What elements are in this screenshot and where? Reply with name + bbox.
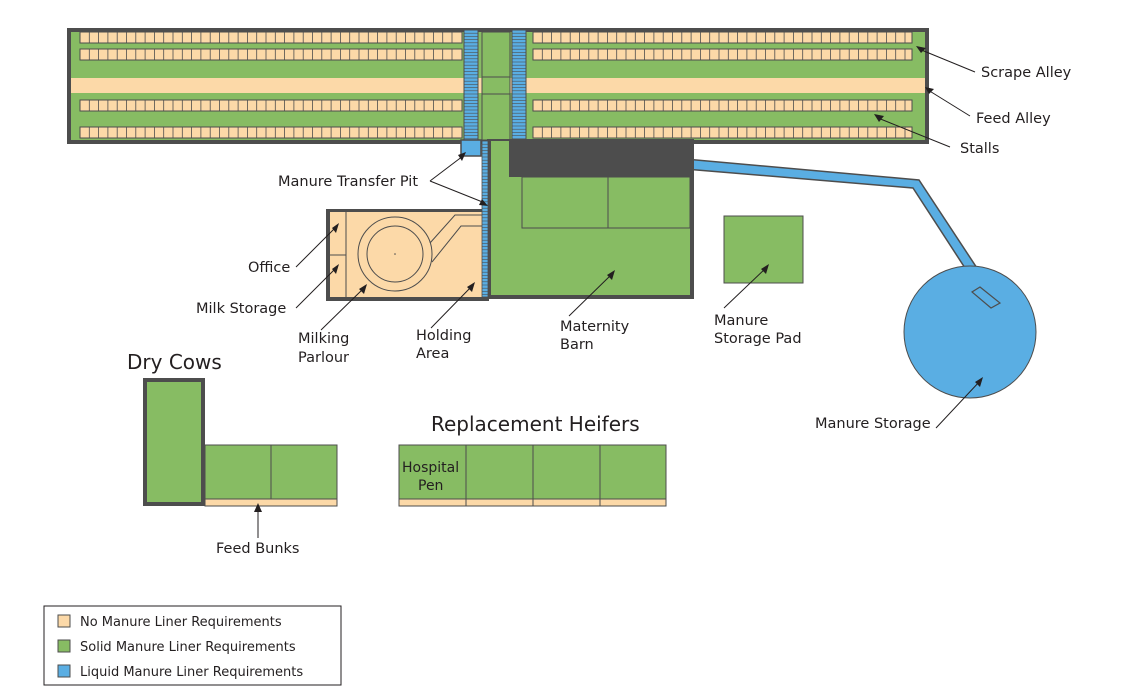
arrow-holding-area [467,282,475,292]
legend-swatch-no-liner [57,614,71,628]
legend-label-no-liner: No Manure Liner Requirements [80,615,282,630]
dry-cows-pen-1 [204,444,272,500]
dry-cows-pen-north [147,382,201,502]
heifer-pen-1 [465,444,534,500]
arrow-feed-alley [925,87,934,94]
dry-cows-heading: Dry Cows [127,350,222,374]
manure-storage-pad-label-line1: Manure [714,313,768,329]
leader-milking-parlour [320,287,365,331]
arrow-maternity-barn [607,270,615,280]
manure-storage-pad [723,215,804,284]
leader-lines [257,48,981,538]
milk-storage-label: Milk Storage [196,301,286,317]
leader-holding-area [430,285,473,329]
leader-feed-alley [927,89,971,117]
leader-milk-storage [295,267,337,309]
stall-row [79,99,463,112]
replacement-heifers-heading: Replacement Heifers [431,412,640,436]
manure-channel-right [511,29,527,143]
heifer-pen-2 [532,444,601,500]
arrow-stalls [874,114,884,122]
stall-row [532,48,913,61]
centre-crossover-top [481,31,511,78]
heifer-pen-3 [599,444,667,500]
stall-row [532,126,913,139]
maternity-pen-2 [607,176,691,229]
arrow-transfer-pit-2 [479,199,488,206]
arrow-feed-bunks [254,503,262,512]
maternity-barn-label-line1: Maternity [560,319,630,335]
centre-crossover-middle [481,76,511,95]
arrow-manure-storage [975,377,983,387]
legend-swatch-solid-liner [57,639,71,653]
leader-transfer-pit-1 [429,155,464,182]
arrow-storage-pad [761,264,769,274]
feed-alley-label: Feed Alley [976,111,1051,127]
arrow-transfer-pit-1 [458,152,466,161]
manure-storage-lagoon [903,265,1037,399]
arrow-milking-parlour [359,284,367,294]
dry-cows-feed-bunk [204,498,338,507]
manure-pipeline-end [970,286,1002,309]
holding-area-grating [482,143,488,295]
holding-area-label-line1: Holding [416,328,471,344]
stall-row [79,126,463,139]
stall-row [532,31,913,44]
arrow-milk-storage [332,264,339,274]
legend-swatch-liquid-liner [57,664,71,678]
legend: No Manure Liner Requirements Solid Manur… [43,605,342,686]
legend-label-liquid-liner: Liquid Manure Liner Requirements [80,665,303,680]
holding-area-lane-2 [431,225,482,263]
stalls [79,31,913,139]
heifer-pens [398,444,667,507]
maternity-barn-label-line2: Barn [560,337,594,353]
arrow-office [332,223,339,233]
leader-storage-pad [723,267,767,309]
holding-area-label-line2: Area [416,346,449,362]
stall-row [79,48,463,61]
dry-cows-pen-2 [270,444,338,500]
milking-parlour-label-line2: Parlour [298,350,349,366]
maternity-barn [491,141,690,295]
centre-crossover-bottom [481,93,511,141]
hospital-pen [398,444,467,500]
hospital-pen-label-line2: Pen [418,478,443,494]
office-label: Office [248,260,290,276]
legend-label-solid-liner: Solid Manure Liner Requirements [80,640,296,655]
hospital-pen-label-line1: Hospital [402,460,459,476]
stall-row [532,99,913,112]
stalls-label: Stalls [960,141,999,157]
feed-bunks-label: Feed Bunks [216,541,299,557]
leader-stalls [877,117,951,148]
stall-row [79,31,463,44]
scrape-alley-label: Scrape Alley [981,65,1072,81]
manure-transfer-pit-label: Manure Transfer Pit [278,174,418,190]
main-barn [67,28,929,144]
manure-storage-label: Manure Storage [815,416,931,432]
legend-frame [43,605,342,686]
holding-area-channel [481,140,489,298]
leader-scrape-alley [918,48,976,73]
leader-manure-storage [935,380,981,429]
leader-arrowheads [254,46,983,512]
manure-channel-left [463,29,479,143]
arrow-scrape-alley [916,46,926,53]
rotary-parlour-centre [394,253,396,255]
leader-transfer-pit-2 [429,180,486,204]
leader-maternity-barn [568,273,613,317]
milking-parlour-label-line1: Milking [298,331,349,347]
leader-office [295,226,337,268]
holding-area-lane [429,214,482,244]
manure-storage-pad-label-line2: Storage Pad [714,331,802,347]
manure-channel-grating [464,32,526,140]
